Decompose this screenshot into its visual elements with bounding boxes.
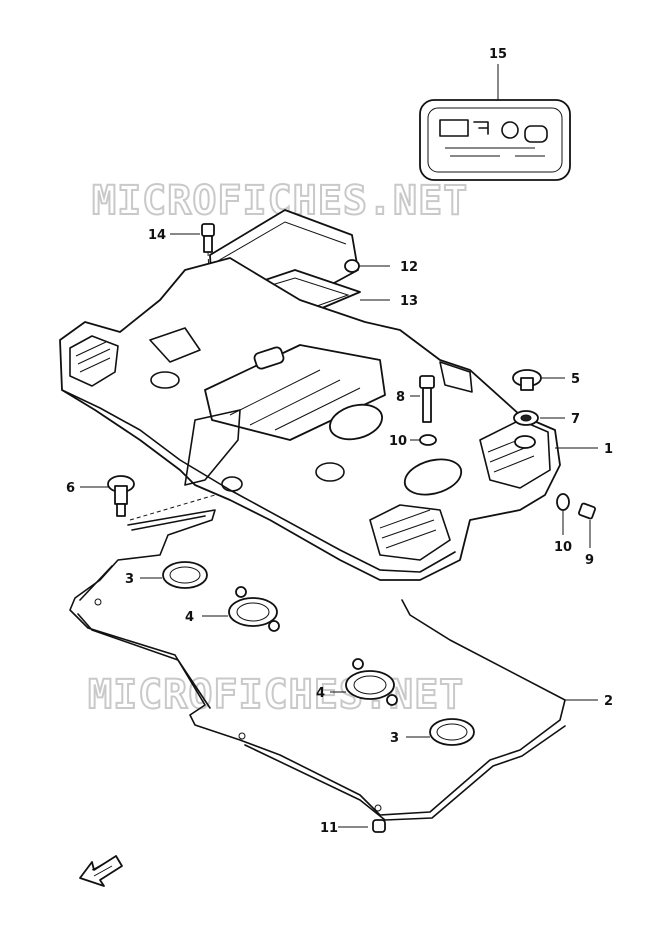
part-7-washer [513, 410, 565, 426]
callout-2: 2 [604, 694, 613, 709]
part-5-cap [512, 369, 565, 391]
part-4-plug-gasket-upper [202, 586, 280, 632]
part-11-grommet [338, 819, 386, 833]
watermark-bottom: MICROFICHES.NET [88, 672, 464, 718]
callout-14: 14 [148, 228, 166, 243]
front-arrow-icon [79, 855, 123, 887]
callout-15: 15 [489, 47, 507, 62]
callout-10-upper: 10 [389, 434, 407, 449]
part-1-cylinder-head-cover [59, 257, 598, 581]
part-9-bolt [578, 502, 596, 548]
callout-4-upper: 4 [185, 610, 194, 625]
callout-13: 13 [400, 294, 418, 309]
callout-6: 6 [66, 481, 75, 496]
part-15-label-plate [419, 64, 571, 181]
callout-8: 8 [396, 390, 405, 405]
callout-7: 7 [571, 412, 580, 427]
part-8-bolt [410, 375, 435, 423]
part-3-plug-gasket-lower [406, 718, 475, 746]
callout-9: 9 [585, 553, 594, 568]
part-10-washer-upper [410, 434, 437, 446]
callout-12: 12 [400, 260, 418, 275]
part-10-washer-lower [556, 493, 570, 535]
callout-11: 11 [320, 821, 338, 836]
part-3-plug-gasket-upper [140, 561, 208, 589]
callout-5: 5 [571, 372, 580, 387]
callout-3-upper: 3 [125, 572, 134, 587]
callout-1: 1 [604, 442, 613, 457]
callout-10-lower: 10 [554, 540, 572, 555]
callout-4-lower: 4 [316, 686, 325, 701]
part-4-plug-gasket-lower [330, 658, 398, 706]
callout-3-lower: 3 [390, 731, 399, 746]
part-2-cover-gasket [69, 509, 598, 821]
part-6-plug [80, 475, 216, 521]
